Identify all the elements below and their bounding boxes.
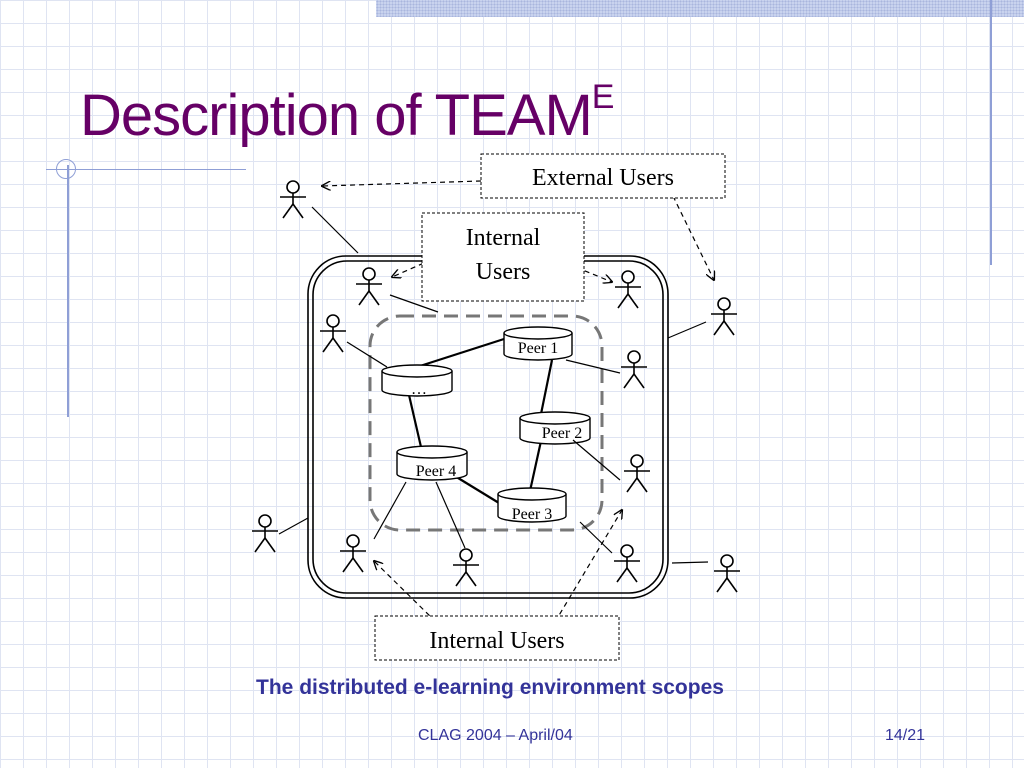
link-external-right: [667, 321, 707, 339]
crosshair-icon: [56, 159, 76, 179]
link-external-bottomright: [671, 561, 709, 564]
arrow-internal-to-topright: [567, 263, 612, 282]
internal-users-top-box: Internal Users: [421, 212, 585, 302]
peer-label: …: [411, 381, 427, 398]
footer-conference: CLAG 2004 – April/04: [418, 727, 573, 744]
external-user-actor-right: [710, 297, 738, 336]
peer-node-1: Peer 1: [503, 326, 573, 361]
peer-label: Peer 2: [542, 425, 582, 442]
internal-user-actor-right2: [623, 454, 651, 493]
actor-links: [278, 206, 709, 564]
internal-user-actor-right1: [620, 350, 648, 389]
internal-user-actor-bottom3: [613, 544, 641, 583]
link-peer4-dots: [407, 394, 423, 448]
internal-users-bottom-label: Internal Users: [429, 628, 564, 654]
link-internal-bottommid: [435, 481, 466, 549]
top-decorative-band: [376, 0, 1024, 17]
external-user-actor-topleft: [279, 180, 307, 219]
internal-user-actor-bottom1: [339, 534, 367, 573]
link-internal-bottomright: [579, 521, 613, 554]
peer-node-2: Peer 2: [519, 411, 591, 445]
peer-label: Peer 1: [518, 340, 558, 357]
link-external-topleft: [311, 206, 359, 254]
arrow-external-to-topleft: [322, 180, 482, 186]
arrow-internal-to-bottomright: [554, 510, 622, 623]
left-accent-line: [67, 165, 69, 417]
internal-scope-outer: [307, 255, 669, 599]
link-internal-right-peer2: [572, 439, 621, 481]
peer-label: Peer 3: [512, 506, 552, 523]
peer-label: Peer 4: [416, 463, 456, 480]
title-superscript: E: [591, 78, 615, 116]
link-dots-peer1: [419, 337, 505, 368]
peer-node-3: Peer 3: [497, 487, 567, 523]
internal-scope-inner: [312, 260, 664, 594]
page-number: 14/21: [885, 727, 926, 744]
title-text: Description of TEAM: [80, 83, 593, 148]
link-external-bottomleft: [278, 517, 309, 535]
link-peer2-peer3: [528, 440, 543, 492]
right-accent-line: [990, 0, 992, 265]
internal-user-actor-left: [319, 314, 347, 353]
internal-users-top-label-line2: Users: [476, 259, 531, 285]
external-user-actor-bottomright: [713, 554, 741, 593]
external-user-actor-bottomleft: [251, 514, 279, 553]
external-users-box: External Users: [480, 153, 726, 199]
internal-user-actor-top1: [355, 267, 383, 306]
link-peer1-peer2: [539, 359, 554, 415]
slide-title: Description of TEAME: [80, 78, 614, 149]
link-internal-right-peer1: [565, 359, 621, 374]
internal-user-actor-bottom2: [452, 548, 480, 587]
internal-user-actor-top2: [614, 270, 642, 309]
link-internal-topleft: [389, 294, 439, 313]
internal-users-top-label-line1: Internal: [466, 225, 541, 251]
peer-network-scope: [368, 314, 604, 532]
peer-node-ellipsis: …: [381, 364, 453, 398]
link-internal-left: [346, 341, 388, 368]
title-underline: [46, 169, 246, 170]
diagram-caption: The distributed e-learning environment s…: [256, 676, 724, 699]
external-users-label: External Users: [532, 165, 674, 191]
peer-links: [407, 337, 554, 504]
internal-users-bottom-box: Internal Users: [374, 615, 620, 661]
arrow-internal-to-bottomleft: [374, 561, 437, 623]
pointer-arrows: [322, 180, 714, 623]
arrow-external-to-right: [672, 195, 714, 280]
link-internal-bottomleft: [373, 481, 407, 540]
peer-node-4: Peer 4: [396, 445, 468, 481]
